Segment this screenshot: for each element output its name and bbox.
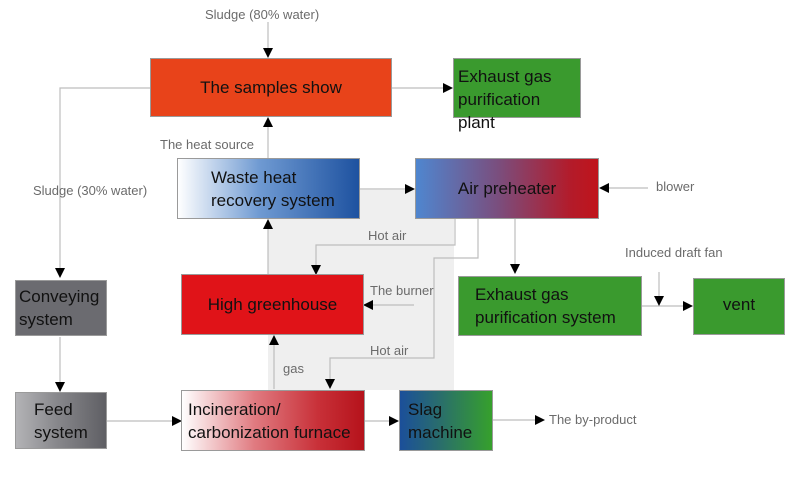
node-samples-show[interactable]: The samples show xyxy=(150,58,392,117)
connector-samples-conveying xyxy=(55,87,150,278)
connector-hot-air-1 xyxy=(311,219,456,275)
node-high-greenhouse[interactable]: High greenhouse xyxy=(181,274,364,335)
label-hot-air-1: Hot air xyxy=(368,228,407,243)
label-blower: blower xyxy=(656,179,695,194)
connector-hot-air-2 xyxy=(325,219,479,389)
label-by-product: The by-product xyxy=(549,412,637,427)
node-furnace[interactable]: Incineration/carbonization furnace xyxy=(181,390,365,451)
label-hot-air-2: Hot air xyxy=(370,343,409,358)
label-gas: gas xyxy=(283,361,304,376)
label-sludge-80: Sludge (80% water) xyxy=(205,7,320,22)
label-induced-fan: Induced draft fan xyxy=(625,245,723,260)
node-vent[interactable]: vent xyxy=(693,278,785,335)
label-burner: The burner xyxy=(370,283,434,298)
node-air-preheater[interactable]: Air preheater xyxy=(415,158,599,219)
label-heat-source: The heat source xyxy=(160,137,254,152)
label-sludge-30: Sludge (30% water) xyxy=(33,183,148,198)
